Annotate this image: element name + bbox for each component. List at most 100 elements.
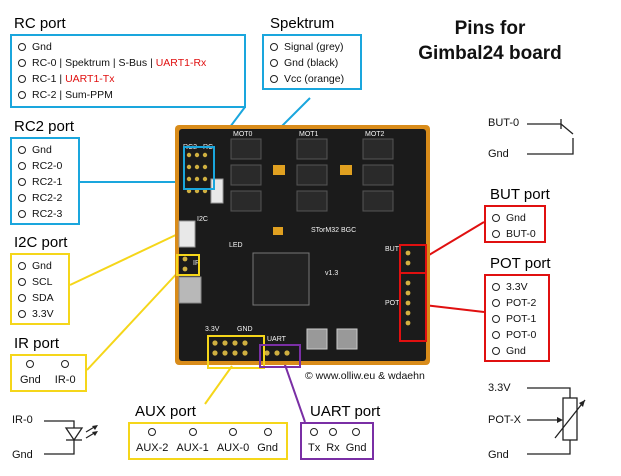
usb-connector — [178, 276, 202, 304]
i2c-pin-row: Gnd — [18, 258, 62, 274]
rc-pin-2: RC-1 | — [32, 73, 66, 85]
pin-icon — [492, 331, 500, 339]
spektrum-pin-row: Signal (grey) — [270, 39, 354, 55]
but-connector-line — [423, 221, 485, 259]
pot-pin-row: POT-1 — [492, 311, 542, 327]
pin-icon — [18, 278, 26, 286]
but-schematic-bottom-label: Gnd — [488, 148, 509, 160]
rc-pin-1-uart: UART1-Rx — [155, 57, 207, 69]
pin-icon — [18, 91, 26, 99]
but-pin-row: Gnd — [492, 210, 538, 226]
rc-port-heading: RC port — [14, 15, 66, 32]
but-port-box: Gnd BUT-0 — [484, 205, 546, 243]
i2c-pin-0: Gnd — [32, 260, 52, 272]
pin-icon — [18, 310, 26, 318]
pot-pin-row: POT-2 — [492, 295, 542, 311]
but-pin-0: Gnd — [506, 212, 526, 224]
copyright-text: © www.olliw.eu & wdaehn — [305, 370, 425, 382]
potentiometer-icon — [527, 387, 586, 455]
rc2-pin-3: RC2-2 — [32, 192, 63, 204]
ir-led-icon — [44, 420, 98, 455]
rc-pin-0: Gnd — [32, 41, 52, 53]
pin-icon — [188, 428, 197, 436]
pin-icon — [492, 299, 500, 307]
pin-icon — [18, 194, 26, 202]
pin-icon — [270, 75, 278, 83]
i2c-pin-3: 3.3V — [32, 308, 54, 320]
rc-pin-2-uart: UART1-Tx — [65, 73, 115, 85]
gimbal-board-image: STorM32 BGC v1.3 RC2 RC MOT0 MOT1 MOT2 I… — [175, 125, 430, 365]
ir-pin-1: IR-0 — [54, 374, 76, 386]
pin-icon — [18, 262, 26, 270]
i2c-connector-line — [69, 232, 181, 286]
uart-pin-2: Gnd — [345, 442, 367, 454]
uart-pin-col: Rx — [326, 428, 340, 456]
pot-pin-3: POT-0 — [506, 329, 537, 341]
pin-icon — [18, 59, 26, 67]
aux-connector-line — [204, 365, 233, 405]
aux-pin-3: Gnd — [257, 442, 279, 454]
silk-label: I2C — [197, 216, 208, 223]
ir-pin-col: IR-0 — [55, 360, 76, 388]
silk-label: GND — [237, 326, 253, 333]
rc2-pin-row: Gnd — [18, 142, 72, 158]
aux-header-highlight — [207, 335, 265, 369]
pot-schematic-top-label: 3.3V — [488, 382, 511, 394]
rc-header-highlight — [183, 146, 215, 190]
uart-pin-1: Rx — [326, 442, 340, 454]
spektrum-pin-1: Gnd (black) — [284, 57, 339, 69]
rc2-pin-row: RC2-0 — [18, 158, 72, 174]
aux-pin-col: Gnd — [257, 428, 278, 456]
capacitors — [273, 165, 352, 235]
aux-pin-col: AUX-0 — [217, 428, 249, 456]
ir-pin-col: Gnd — [20, 360, 41, 388]
pin-icon — [352, 428, 361, 436]
rc2-pin-1: RC2-0 — [32, 160, 63, 172]
pin-icon — [18, 43, 26, 51]
push-button-switch-icon — [527, 119, 574, 155]
pin-icon — [229, 428, 238, 436]
pin-icon — [492, 230, 500, 238]
ir-port-box: Gnd IR-0 — [10, 354, 87, 392]
pin-icon — [18, 146, 26, 154]
pot-pin-row: 3.3V — [492, 279, 542, 295]
spektrum-pin-row: Vcc (orange) — [270, 71, 354, 87]
i2c-pin-2: SDA — [32, 292, 54, 304]
pin-icon — [18, 178, 26, 186]
pot-pin-row: Gnd — [492, 343, 542, 359]
silk-version: v1.3 — [325, 270, 338, 277]
ir-connector-line — [86, 267, 183, 371]
uart-port-heading: UART port — [310, 403, 381, 420]
rc-pin-row: RC-1 | UART1-Tx — [18, 71, 238, 87]
mcu-chip — [252, 252, 310, 306]
pin-icon — [18, 162, 26, 170]
pin-icon — [492, 315, 500, 323]
rc-pin-row: Gnd — [18, 39, 238, 55]
pin-icon — [18, 75, 26, 83]
pot-port-heading: POT port — [490, 255, 551, 272]
but-pin-1: BUT-0 — [506, 228, 536, 240]
rc2-port-box: Gnd RC2-0 RC2-1 RC2-2 RC2-3 — [10, 137, 80, 225]
pin-icon — [492, 283, 500, 291]
but-pin-row: BUT-0 — [492, 226, 538, 242]
spektrum-pin-2: Vcc (orange) — [284, 73, 345, 85]
rc2-pin-row: RC2-3 — [18, 206, 72, 222]
aux-pin-row: AUX-2 AUX-1 AUX-0 Gnd — [136, 428, 280, 456]
aux-pin-2: AUX-0 — [216, 442, 250, 454]
aux-pin-0: AUX-2 — [136, 442, 169, 454]
i2c-pin-row: 3.3V — [18, 306, 62, 322]
pin-icon — [492, 347, 500, 355]
i2c-ir-highlight — [176, 254, 200, 276]
rc2-pin-0: Gnd — [32, 144, 52, 156]
uart-port-box: Tx Rx Gnd — [300, 422, 374, 460]
uart-pin-row: Tx Rx Gnd — [308, 428, 366, 456]
pin-icon — [270, 43, 278, 51]
pin-icon — [270, 59, 278, 67]
silk-brand: STorM32 BGC — [311, 227, 356, 234]
pot-pin-row: POT-0 — [492, 327, 542, 343]
rc2-pin-2: RC2-1 — [32, 176, 63, 188]
spektrum-pin-0: Signal (grey) — [284, 41, 344, 53]
rc-pin-row: RC-2 | Sum-PPM — [18, 87, 238, 103]
pot-pin-1: POT-2 — [506, 297, 537, 309]
i2c-pin-1: SCL — [32, 276, 53, 288]
